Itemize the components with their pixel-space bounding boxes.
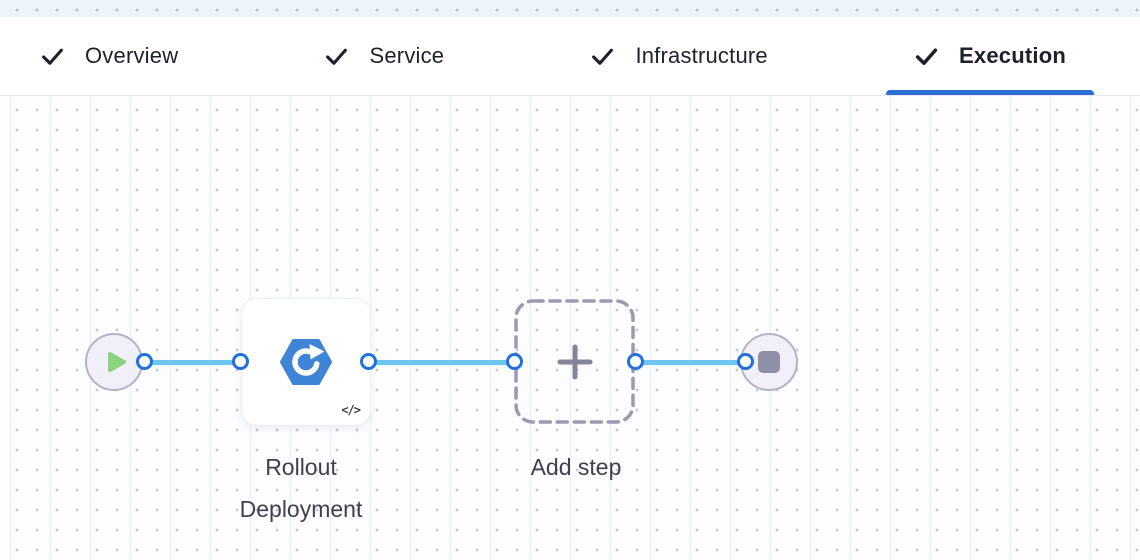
end-node bbox=[740, 333, 798, 391]
pipeline-canvas[interactable]: </> Rollout Deployment Add step bbox=[0, 96, 1140, 560]
check-icon bbox=[326, 48, 348, 65]
rollout-deployment-icon bbox=[280, 339, 332, 385]
port-start-out bbox=[136, 353, 153, 370]
port-addstep-out bbox=[627, 353, 644, 370]
edge-addstep-to-end bbox=[635, 360, 745, 365]
port-step-out bbox=[360, 353, 377, 370]
start-node bbox=[85, 333, 143, 391]
edge-step-to-addstep bbox=[369, 360, 515, 365]
tab-label: Overview bbox=[85, 43, 179, 68]
add-step-label: Add step bbox=[530, 454, 622, 480]
tab-label: Execution bbox=[959, 43, 1066, 68]
tab-execution[interactable]: Execution bbox=[886, 17, 1094, 95]
stage-setup-tab-bar: Overview Service Infrastructure Executio… bbox=[0, 17, 1140, 96]
step-node-rollout-deployment[interactable]: </> bbox=[241, 298, 371, 426]
step-node-label: Rollout Deployment bbox=[239, 454, 363, 522]
play-icon bbox=[108, 352, 126, 372]
tab-label: Service bbox=[369, 43, 445, 68]
port-addstep-in bbox=[506, 353, 523, 370]
check-icon bbox=[42, 48, 63, 65]
tab-overview[interactable]: Overview bbox=[12, 17, 206, 95]
port-step-in bbox=[232, 353, 249, 370]
active-tab-indicator bbox=[886, 90, 1094, 95]
tab-infrastructure[interactable]: Infrastructure bbox=[562, 17, 795, 95]
check-icon bbox=[915, 47, 938, 65]
add-step-node[interactable] bbox=[514, 299, 635, 424]
port-end-in bbox=[737, 353, 754, 370]
canvas-top-strip bbox=[0, 0, 1140, 17]
tab-label: Infrastructure bbox=[635, 43, 768, 68]
code-view-badge: </> bbox=[341, 403, 361, 417]
edge-start-to-step bbox=[144, 360, 240, 365]
stop-icon bbox=[758, 351, 780, 373]
tab-service[interactable]: Service bbox=[296, 17, 472, 95]
dashed-border bbox=[514, 299, 635, 424]
check-icon bbox=[592, 48, 614, 65]
plus-icon bbox=[557, 344, 592, 379]
